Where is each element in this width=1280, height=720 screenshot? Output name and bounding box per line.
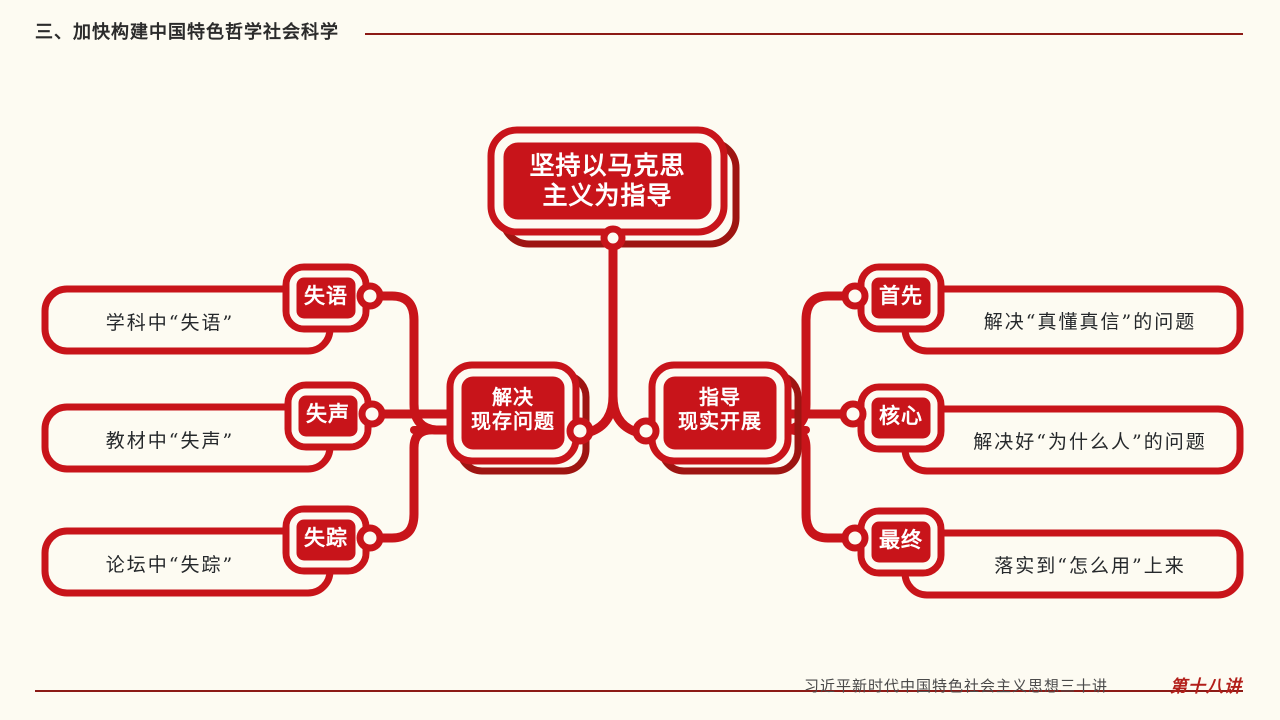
slide-header: 三、加快构建中国特色哲学社会科学 <box>0 0 1280 56</box>
badge-right-2[interactable] <box>857 383 945 453</box>
node-dot-left-2 <box>358 400 386 428</box>
node-dot-hub-right <box>632 417 660 445</box>
node-dot-right-1 <box>841 282 869 310</box>
header-rule-line <box>365 33 1243 35</box>
badge-left-3[interactable] <box>282 505 370 575</box>
hub-node-right[interactable] <box>648 361 802 475</box>
page-title: 三、加快构建中国特色哲学社会科学 <box>35 22 339 42</box>
badge-left-1[interactable] <box>282 263 370 333</box>
hub-right-fill <box>656 369 784 457</box>
root-node[interactable] <box>487 126 740 248</box>
badge-right-2-fill <box>864 390 938 446</box>
footer-series-title: 习近平新时代中国特色社会主义思想三十讲 <box>803 678 1108 695</box>
badge-right-3-fill <box>864 514 938 570</box>
leaf-box-right-1[interactable] <box>901 285 1244 355</box>
wire-left-branch-3 <box>361 425 457 543</box>
node-dot-hub-left <box>566 417 594 445</box>
node-dot-left-3 <box>356 524 384 552</box>
root-box-fill <box>496 135 719 227</box>
badge-right-1-fill <box>864 270 938 326</box>
node-dot-right-2 <box>839 400 867 428</box>
badge-left-2[interactable] <box>284 381 372 451</box>
hub-node-left[interactable] <box>446 361 590 475</box>
leaf-box-right-2[interactable] <box>901 405 1244 475</box>
badge-right-3[interactable] <box>857 507 945 577</box>
right-leaf-boxes <box>901 285 1244 599</box>
badge-left-2-fill <box>291 388 365 444</box>
node-dot-right-3 <box>841 524 869 552</box>
left-leaf-boxes <box>41 285 334 597</box>
footer-lecture-mark: 第十八讲 <box>1170 677 1242 697</box>
connector-nodes <box>356 225 869 552</box>
node-dot-root <box>600 225 626 251</box>
node-dot-left-1 <box>356 282 384 310</box>
badge-left-3-fill <box>289 512 363 568</box>
badge-left-1-fill <box>289 270 363 326</box>
badge-right-1[interactable] <box>857 263 945 333</box>
leaf-box-right-3[interactable] <box>901 529 1244 599</box>
hub-left-fill <box>454 369 572 457</box>
footer-rule-line <box>35 690 1243 692</box>
